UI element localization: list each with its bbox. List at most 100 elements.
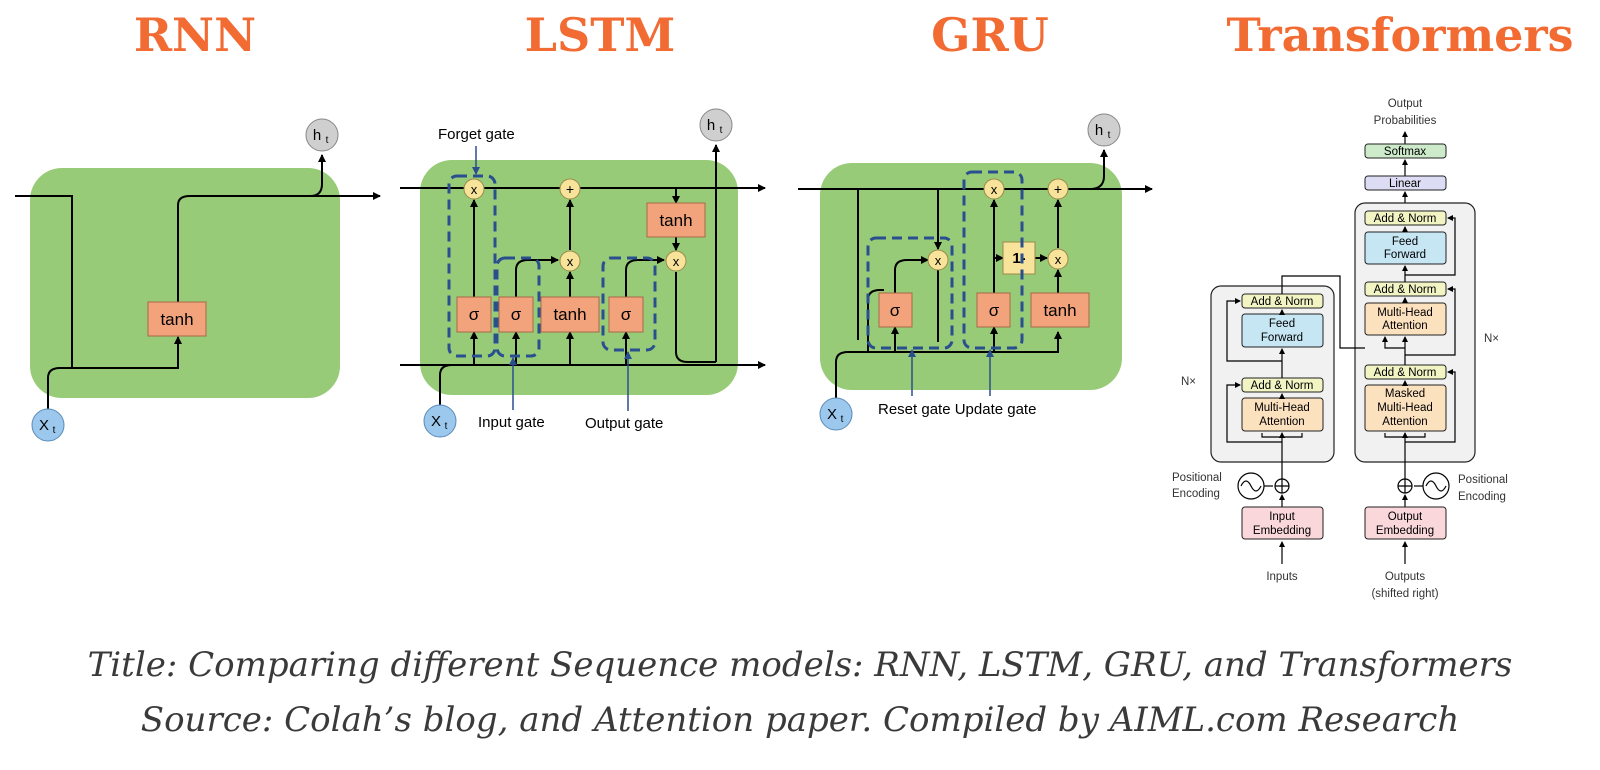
gru-xt-label: X	[827, 406, 837, 423]
gru-one-minus-label: 1-	[1012, 250, 1025, 267]
decoder-add-norm-3	[1364, 210, 1447, 226]
encoder-attn-label-1: Multi-Head	[1254, 402, 1310, 414]
masked-label-1: Masked	[1385, 388, 1425, 400]
gru-reset-sigma-label: σ	[890, 301, 901, 320]
gru-tanh-layer	[1030, 292, 1090, 328]
gru-ht-node	[1087, 113, 1121, 147]
gru-heading: GRU	[931, 8, 1049, 62]
decoder-cross-attn-label-2: Attention	[1382, 320, 1427, 332]
encoder-add-norm-2-label: Add & Norm	[1251, 296, 1314, 308]
linear-label: Linear	[1389, 178, 1421, 190]
encoder-stack	[1210, 285, 1335, 463]
encoder-add-norm-1-label: Add & Norm	[1251, 380, 1314, 392]
decoder-add-norm-1-label: Add & Norm	[1374, 367, 1437, 379]
gru-tanh-label: tanh	[1043, 301, 1076, 320]
output-embedding-block	[1364, 506, 1447, 540]
encoder-ff-label-2: Forward	[1261, 332, 1303, 344]
outputs-label-1: Outputs	[1385, 571, 1426, 583]
transformers-heading: Transformers	[1226, 8, 1574, 62]
lstm-ht-label: h	[707, 117, 715, 134]
gru-xt-node	[819, 397, 853, 431]
lstm-xt-sub: t	[445, 421, 448, 432]
lstm-output-multiply	[665, 250, 687, 272]
decoder-add-norm-2-label: Add & Norm	[1374, 284, 1437, 296]
lstm-tanh-layer	[540, 296, 600, 333]
output-embedding-label-1: Output	[1388, 511, 1423, 523]
decoder-pos-enc-label-2: Encoding	[1458, 491, 1506, 503]
lstm-add	[559, 178, 581, 200]
rnn-tanh-label: tanh	[160, 310, 193, 329]
lstm-input-sigma	[498, 296, 534, 333]
lstm-input-gate-box	[495, 256, 541, 358]
linear-block	[1364, 175, 1447, 191]
gru-ht-label: h	[1095, 122, 1103, 139]
lstm-forget-multiply-label: x	[471, 182, 478, 197]
rnn-cell	[30, 168, 340, 398]
gru-update-gate-box	[962, 170, 1024, 350]
gru-reset-multiply	[927, 249, 949, 271]
gru-update-sigma-label: σ	[989, 301, 1000, 320]
gru-add-label: +	[1054, 181, 1062, 197]
lstm-output-multiply-label: x	[673, 254, 680, 269]
output-probabilities-label-1: Output	[1388, 98, 1423, 110]
lstm-forget-multiply	[463, 178, 485, 200]
decoder-pos-enc-label-1: Positional	[1458, 474, 1508, 486]
gru-ht-sub: t	[1108, 130, 1111, 141]
gru-gates-label: Reset gate Update gate	[878, 401, 1036, 418]
gru-reset-gate-box	[866, 236, 954, 350]
gru-add	[1047, 178, 1069, 200]
input-embedding-block	[1241, 506, 1324, 540]
encoder-nx-label: N×	[1181, 376, 1196, 388]
decoder-ff-label-2: Forward	[1384, 249, 1426, 261]
lstm-forget-sigma-label: σ	[469, 305, 480, 324]
rnn-tanh-layer	[147, 301, 207, 337]
lstm-ht-node	[699, 108, 733, 142]
output-embedding-label-2: Embedding	[1376, 525, 1434, 537]
lstm-output-sigma	[608, 296, 644, 333]
caption-title: Title: Comparing different Sequence mode…	[87, 645, 1513, 685]
gru-reset-sigma	[878, 292, 913, 328]
masked-label-3: Attention	[1382, 416, 1427, 428]
rnn-xt-sub: t	[53, 425, 56, 436]
gru-update-sigma	[976, 292, 1011, 328]
lstm-ht-sub: t	[720, 125, 723, 136]
decoder-add-norm-3-label: Add & Norm	[1374, 213, 1437, 225]
outputs-label-2: (shifted right)	[1371, 588, 1438, 600]
gru-new-multiply-label: x	[1055, 252, 1062, 267]
gru-update-multiply-label: x	[991, 182, 998, 197]
softmax-label: Softmax	[1384, 146, 1426, 158]
lstm-input-multiply	[559, 250, 581, 272]
lstm-xt-node	[423, 404, 457, 438]
encoder-ff-label-1: Feed	[1269, 318, 1295, 330]
lstm-output-gate-box	[601, 256, 657, 352]
lstm-input-sigma-label: σ	[511, 305, 522, 324]
lstm-output-sigma-label: σ	[621, 305, 632, 324]
gru-cell	[820, 163, 1122, 390]
encoder-pos-enc-label-2: Encoding	[1172, 488, 1220, 500]
lstm-heading: LSTM	[524, 8, 676, 62]
rnn-heading: RNN	[133, 8, 257, 62]
gru-update-multiply	[983, 178, 1005, 200]
lstm-xt-label: X	[431, 413, 441, 430]
lstm-cell-tanh	[646, 202, 706, 238]
lstm-input-gate-label: Input gate	[478, 414, 545, 431]
lstm-forget-gate-box	[447, 174, 497, 358]
rnn-diagram: tanh h t X t	[15, 118, 381, 442]
masked-label-2: Multi-Head	[1377, 402, 1433, 414]
rnn-ht-node	[305, 118, 339, 152]
sequence-models-diagrams: tanh h t X t	[15, 98, 1508, 600]
decoder-cross-attn-label-1: Multi-Head	[1377, 307, 1433, 319]
decoder-ff-label-1: Feed	[1392, 236, 1418, 248]
lstm-forget-gate-label: Forget gate	[438, 126, 515, 143]
input-embedding-label-1: Input	[1269, 511, 1295, 523]
rnn-ht-sub: t	[326, 135, 329, 146]
lstm-cell-tanh-label: tanh	[659, 211, 692, 230]
rnn-ht-label: h	[313, 127, 321, 144]
gru-diagram: σ σ tanh 1- x x + x Reset gate Update ga…	[798, 113, 1153, 431]
rnn-xt-node	[31, 408, 65, 442]
encoder-pos-enc-label-1: Positional	[1172, 472, 1222, 484]
gru-one-minus	[1002, 241, 1036, 275]
gru-reset-multiply-label: x	[935, 253, 942, 268]
encoder-attn-label-2: Attention	[1259, 416, 1304, 428]
lstm-tanh-label: tanh	[553, 305, 586, 324]
